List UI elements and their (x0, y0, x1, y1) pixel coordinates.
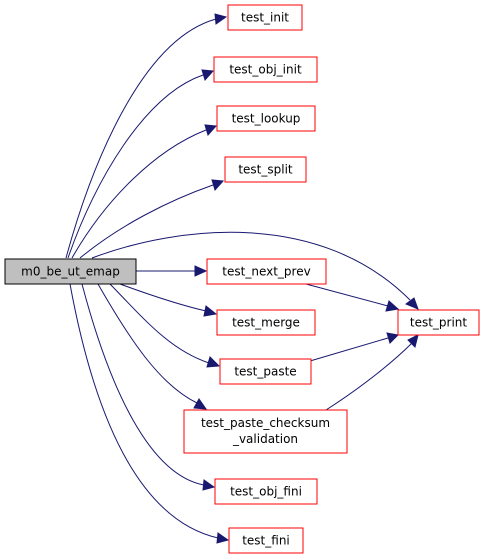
node-test-paste-checksum-validation[interactable]: test_paste_checksum _validation (183, 409, 348, 454)
edge-root-test-fini (69, 283, 219, 539)
node-root-label: m0_be_ut_emap (21, 265, 120, 279)
arrowhead-test-print-next-prev (385, 300, 400, 312)
arrowhead-test-print-checksum (407, 334, 419, 348)
arrowhead-test-fini (216, 532, 230, 544)
edge-test-next-prev-test-print (305, 283, 389, 307)
edge-test-paste-checksum-test-print (325, 342, 413, 411)
arrowhead-test-paste (206, 356, 221, 368)
arrowhead-test-split (211, 179, 225, 192)
node-test-paste-checksum-label-line1: test_paste_checksum (201, 416, 330, 430)
node-test-merge[interactable]: test_merge (216, 309, 316, 336)
edge-root-test-split (79, 184, 214, 259)
node-test-paste-checksum-label-line2: _validation (232, 432, 298, 446)
node-test-obj-init-label: test_obj_init (229, 63, 302, 77)
node-root[interactable]: m0_be_ut_emap (4, 258, 137, 285)
node-test-fini-label: test_fini (242, 534, 290, 548)
edge-test-paste-test-print (309, 337, 389, 362)
node-test-split-label: test_split (238, 163, 293, 177)
edge-root-test-print (91, 231, 411, 301)
arrowhead-test-print-root (405, 297, 419, 310)
edge-root-test-obj-init (67, 74, 204, 259)
node-test-fini[interactable]: test_fini (228, 527, 304, 554)
edge-root-test-paste-checksum (97, 283, 198, 404)
node-test-obj-fini[interactable]: test_obj_fini (214, 478, 318, 505)
edge-root-test-obj-fini (81, 283, 205, 486)
node-test-next-prev-label: test_next_prev (222, 265, 310, 279)
edge-root-test-merge (119, 283, 207, 312)
edge-root-test-init (65, 18, 217, 259)
arrowhead-test-obj-fini (202, 479, 216, 491)
arrowhead-test-lookup (204, 124, 218, 137)
node-test-lookup[interactable]: test_lookup (216, 105, 316, 132)
arrowhead-test-obj-init (201, 69, 215, 82)
node-test-lookup-label: test_lookup (232, 112, 301, 126)
node-test-next-prev[interactable]: test_next_prev (206, 258, 327, 285)
node-test-paste-label: test_paste (234, 365, 296, 379)
node-test-init[interactable]: test_init (227, 4, 303, 31)
arrowhead-test-merge (203, 305, 218, 317)
node-test-obj-fini-label: test_obj_fini (230, 485, 302, 499)
node-test-merge-label: test_merge (232, 316, 300, 330)
node-test-paste[interactable]: test_paste (219, 358, 312, 385)
node-test-print[interactable]: test_print (397, 309, 480, 336)
edge-root-test-paste (109, 283, 210, 364)
arrowhead-test-print-paste (386, 332, 400, 344)
node-test-obj-init[interactable]: test_obj_init (213, 56, 318, 83)
arrowhead-test-init (214, 13, 228, 25)
node-test-print-label: test_print (410, 316, 468, 330)
node-test-split[interactable]: test_split (224, 156, 307, 183)
node-test-init-label: test_init (241, 11, 289, 25)
arrowhead-test-paste-checksum (193, 398, 208, 410)
edges (65, 13, 419, 544)
edge-root-test-lookup (71, 129, 207, 259)
arrowhead-test-next-prev (194, 265, 208, 277)
